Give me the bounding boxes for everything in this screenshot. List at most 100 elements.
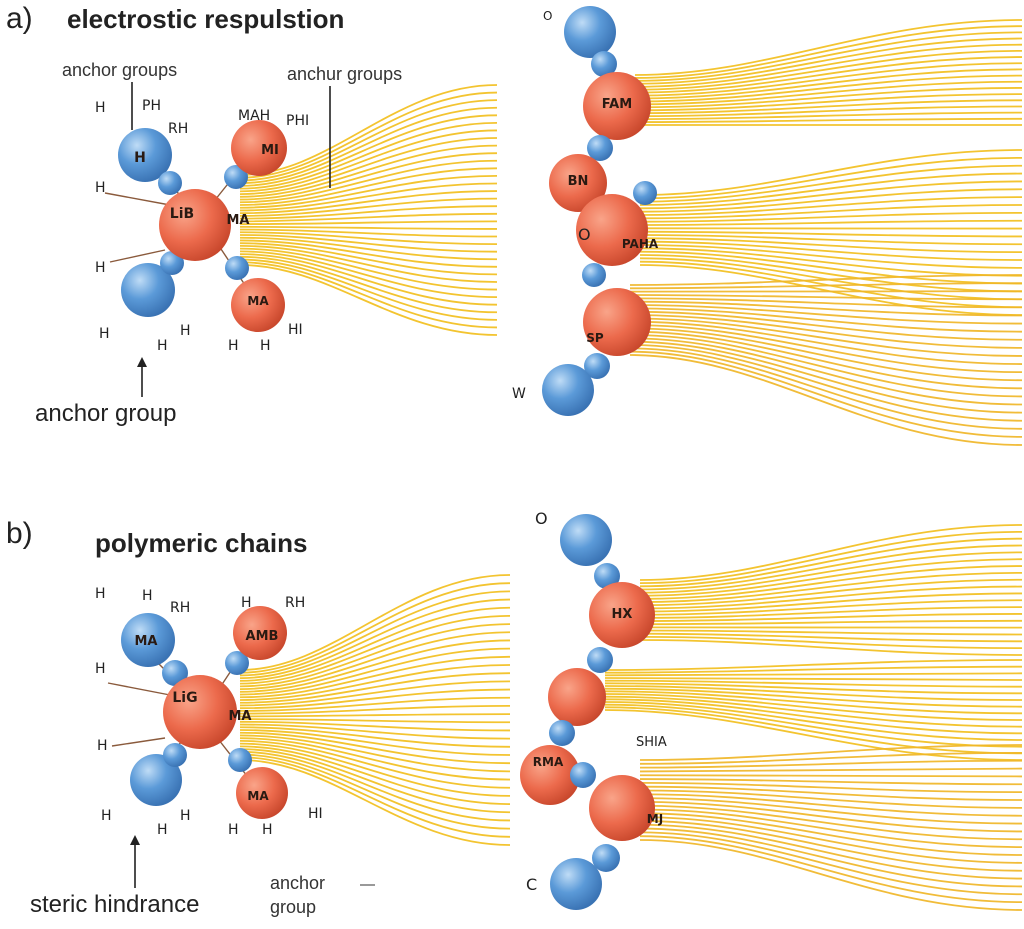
atom-label: H xyxy=(262,822,273,838)
atom-text: RMA xyxy=(533,755,564,769)
b-right-blue-4 xyxy=(549,720,575,746)
atom-label: W xyxy=(512,386,526,402)
atom-text: AMB xyxy=(246,629,279,644)
polymer-chain xyxy=(240,227,497,229)
atom-label: HI xyxy=(308,806,323,822)
b-right-blue-1 xyxy=(560,514,612,566)
a-left-blue-small-4 xyxy=(225,256,249,280)
atom-text: MA xyxy=(229,709,252,724)
atom-label: H xyxy=(95,260,106,276)
atom-label: H xyxy=(180,808,191,824)
polymer-chain xyxy=(605,673,1022,675)
polymer-chain xyxy=(605,660,1022,670)
polymer-chain xyxy=(240,714,510,716)
polymer-chain xyxy=(640,607,1022,618)
atom-label: H xyxy=(157,822,168,838)
b-left-blue-small-2 xyxy=(163,743,187,767)
polymer-chain xyxy=(640,775,1022,776)
polymer-chain xyxy=(640,761,1022,768)
b-right-red-2 xyxy=(548,668,606,726)
atom-label: H xyxy=(101,808,112,824)
atom-text: MI xyxy=(261,143,279,158)
label-anchor-line2: group xyxy=(270,897,316,918)
atom-text: MA xyxy=(247,294,269,308)
atom-label: H xyxy=(95,661,106,677)
atom-text: BN xyxy=(568,174,589,189)
label-steric-hindrance: steric hindrance xyxy=(30,891,199,919)
polymer-chain xyxy=(640,532,1022,583)
b-right-blue-3 xyxy=(587,647,613,673)
atom-label: H xyxy=(157,338,168,354)
label-anchor-group: anchor group xyxy=(35,400,176,428)
a-right-blue-5 xyxy=(582,263,606,287)
atom-label: O xyxy=(543,9,552,23)
a-left-big-red xyxy=(159,189,231,261)
atom-text: MA xyxy=(135,634,158,649)
atom-text: PAHA xyxy=(622,237,659,251)
atom-text: SP xyxy=(586,331,604,345)
atom-label: H xyxy=(180,323,191,339)
bond-line xyxy=(108,683,170,695)
b-left-blue-small-4 xyxy=(228,748,252,772)
polymer-chain xyxy=(240,221,497,224)
atom-text: H xyxy=(134,150,146,166)
atom-label: PHI xyxy=(286,113,309,129)
a-right-blue-1 xyxy=(564,6,616,58)
panel-a-letter: a) xyxy=(6,2,33,36)
atom-label: RH xyxy=(285,595,305,611)
atom-text: HX xyxy=(612,607,633,622)
atom-text: MA xyxy=(227,213,250,228)
atom-label: H xyxy=(228,338,239,354)
arrow-head xyxy=(130,835,140,845)
atom-label: C xyxy=(526,875,537,894)
polymer-chain xyxy=(635,106,1022,116)
panel-b-letter: b) xyxy=(6,517,33,551)
polymer-chain xyxy=(640,769,1022,772)
atom-label: O xyxy=(535,509,548,528)
atom-label: H xyxy=(95,180,106,196)
atom-text: MA xyxy=(247,789,269,803)
a-right-red-4 xyxy=(583,288,651,356)
polymer-chain xyxy=(630,338,1022,404)
atom-label: H xyxy=(99,326,110,342)
atom-text: FAM xyxy=(602,97,632,112)
atom-label: SHIA xyxy=(636,735,667,750)
polymer-chain xyxy=(640,181,1022,208)
b-right-red-4 xyxy=(589,775,655,841)
atom-label: H xyxy=(95,100,106,116)
b-right-blue-7 xyxy=(550,858,602,910)
atom-text: MJ xyxy=(647,812,663,826)
atom-label: PH xyxy=(142,98,161,114)
atom-label: HI xyxy=(288,322,303,338)
polymer-chain xyxy=(640,248,1022,275)
bond-line xyxy=(105,193,170,205)
label-anchur-groups: anchur groups xyxy=(287,64,402,85)
atom-label: RH xyxy=(168,121,188,137)
atom-label: H xyxy=(260,338,271,354)
a-left-blue-small-1 xyxy=(158,171,182,195)
a-right-blue-4 xyxy=(633,181,657,205)
atom-label: O xyxy=(578,225,591,244)
label-anchor-line1: anchor xyxy=(270,873,325,894)
b-right-blue-5 xyxy=(570,762,596,788)
label-anchor-groups: anchor groups xyxy=(62,60,177,81)
atom-label: H xyxy=(95,586,106,602)
panel-a-title: electrostic respulstion xyxy=(67,4,344,35)
arrow-head xyxy=(137,357,147,367)
b-left-big-red xyxy=(163,675,237,749)
atom-label: MAH xyxy=(238,108,270,124)
a-right-blue-7 xyxy=(542,364,594,416)
polymer-chain xyxy=(605,678,1022,680)
atom-text: LiB xyxy=(170,206,194,222)
atom-text: LiG xyxy=(172,690,197,706)
atom-label: H xyxy=(228,822,239,838)
atom-label: H xyxy=(241,595,252,611)
atom-label: H xyxy=(97,738,108,754)
bond-line xyxy=(110,250,165,262)
polymer-chain xyxy=(640,539,1022,587)
atom-label: H xyxy=(142,588,153,604)
polymer-chain xyxy=(630,355,1022,445)
panel-b-title: polymeric chains xyxy=(95,528,307,559)
